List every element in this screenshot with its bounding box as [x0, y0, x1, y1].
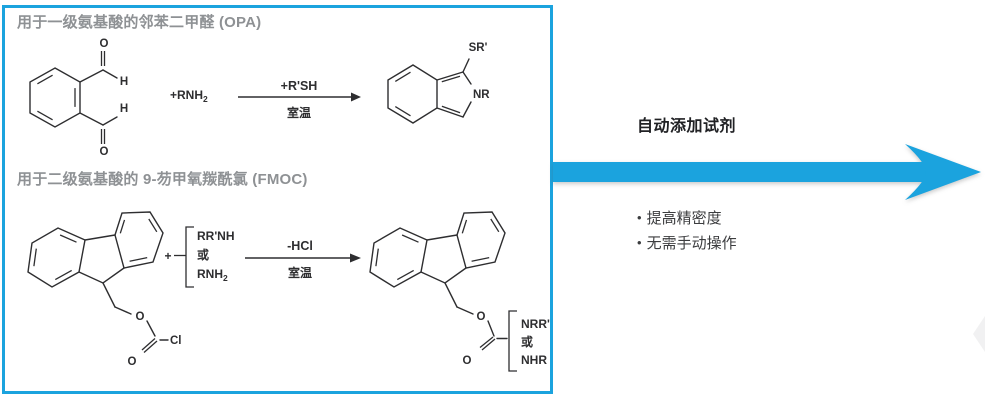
fmoc-product-structure: O O: [369, 211, 508, 367]
opa-reactant-structure: O H O H: [29, 38, 128, 158]
flow-arrow: [553, 144, 981, 200]
atom-label-o-ester: O: [136, 311, 145, 323]
opa-reaction-arrow: +R'SH 室温: [238, 79, 361, 120]
callout-bullet-list: • 提高精密度 • 无需手动操作: [637, 205, 737, 255]
atom-label-o-bottom: O: [100, 146, 109, 158]
atom-label-o-top: O: [100, 38, 109, 50]
callout-title: 自动添加试剂: [637, 118, 737, 135]
product-s-label: SR': [469, 42, 488, 54]
opa-condition-below: 室温: [287, 105, 311, 120]
product-option-2: NHR: [521, 353, 547, 367]
fmoc-reaction-arrow: -HCl 室温: [245, 239, 361, 280]
opa-condition-above: +R'SH: [281, 79, 318, 93]
bullet-text: 无需手动操作: [646, 235, 737, 252]
fmoc-amine-bracket: + RR'NH 或 RNH2: [164, 226, 235, 288]
plus-sign: +: [164, 249, 171, 263]
amine-option-1: RR'NH: [197, 229, 235, 243]
amine-or: 或: [197, 247, 209, 262]
opa-section-title: 用于一级氨基酸的邻苯二甲醛 (OPA): [17, 14, 262, 31]
fmoc-reactant-structure: O O Cl: [27, 211, 182, 368]
atom-label-cl: Cl: [170, 335, 182, 347]
fmoc-product-bracket: NRR' 或 NHR: [508, 310, 550, 372]
fmoc-section-title: 用于二级氨基酸的 9-芴甲氧羰酰氯 (FMOC): [17, 171, 308, 188]
bullet-marker: •: [637, 210, 642, 225]
opa-amine-reagent: +RNH2: [170, 88, 208, 104]
product-n-label: NR: [473, 89, 490, 101]
bullet-item: • 提高精密度: [637, 205, 737, 230]
atom-label-o-carbonyl: O: [128, 356, 137, 368]
product-atom-o-carbonyl: O: [463, 355, 472, 367]
amine-option-2: RNH2: [197, 267, 228, 283]
bullet-text: 提高精密度: [646, 210, 722, 227]
atom-label-h-top: H: [120, 76, 128, 88]
opa-product-structure: SR' NR: [387, 42, 490, 124]
bullet-item: • 无需手动操作: [637, 230, 737, 255]
product-or: 或: [521, 334, 533, 349]
atom-label-h-bottom: H: [120, 103, 128, 115]
product-atom-o-ester: O: [477, 311, 486, 323]
fmoc-condition-below: 室温: [288, 265, 312, 280]
bullet-marker: •: [637, 235, 642, 250]
page-edge-artifact: [973, 316, 985, 352]
product-option-1: NRR': [521, 317, 550, 331]
reaction-panel: [2, 5, 553, 394]
fmoc-condition-above: -HCl: [287, 239, 313, 253]
